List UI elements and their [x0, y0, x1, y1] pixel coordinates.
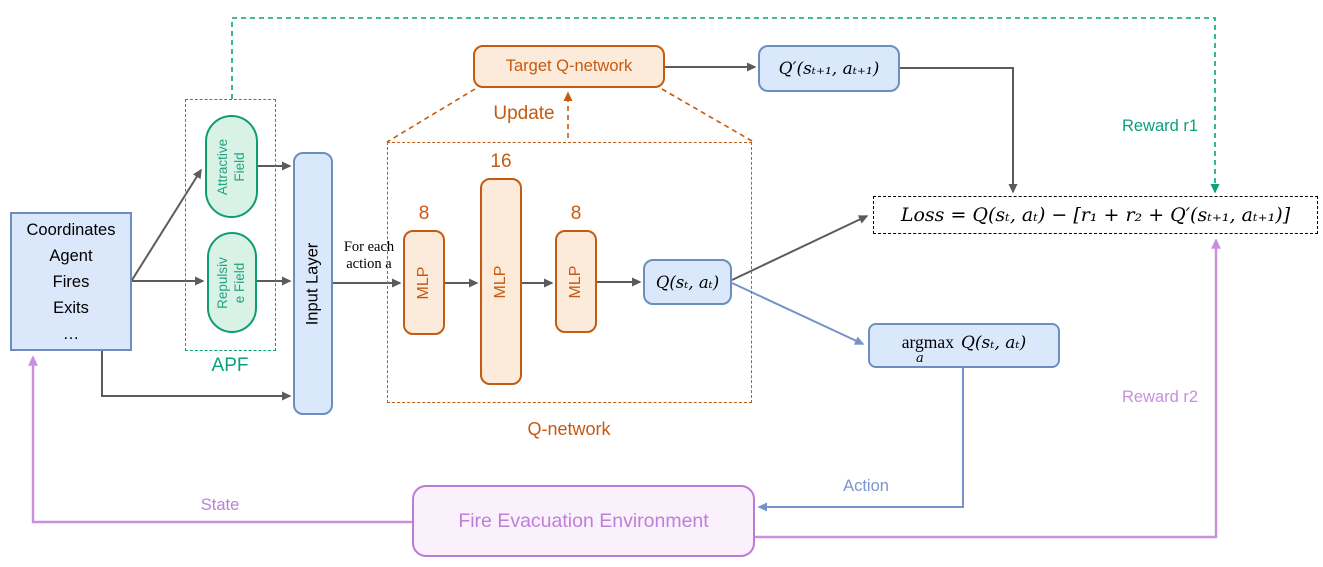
- state-label: State: [200, 496, 240, 514]
- input-layer-node: Input Layer: [293, 152, 333, 415]
- mlp1-label: MLP: [415, 266, 432, 299]
- environment-node: Fire Evacuation Environment: [412, 485, 755, 557]
- mlp3-node: MLP: [555, 230, 597, 333]
- target-q-network-node: Target Q-network: [473, 45, 665, 88]
- line-target-trapezoid-right: [661, 88, 753, 142]
- repulsive-field-node: Repulsiv e Field: [207, 232, 257, 333]
- reward-r2-label: Reward r2: [1121, 388, 1199, 406]
- apf-label: APF: [211, 355, 249, 376]
- attractive-field-node: Attractive Field: [205, 115, 258, 218]
- loss-node: Loss = Q(sₜ, aₜ) − [r₁ + r₂ + Q′(sₜ₊₁, a…: [873, 196, 1318, 234]
- repulsive-field-label: Repulsiv e Field: [215, 256, 247, 309]
- mlp2-label: MLP: [492, 265, 509, 298]
- argmax-q-term: Q(sₜ, aₜ): [960, 332, 1027, 353]
- arrow-qprime-to-loss: [900, 67, 1018, 194]
- q-network-group-box: [387, 142, 752, 403]
- mlp2-node: MLP: [480, 178, 522, 385]
- state-input-box: Coordinates Agent Fires Exits …: [10, 212, 132, 351]
- mlp2-size-label: 16: [490, 151, 512, 172]
- attractive-field-label: Attractive Field: [214, 138, 247, 195]
- mlp1-node: MLP: [403, 230, 445, 335]
- q-value-node: Q(sₜ, aₜ): [643, 259, 732, 305]
- argmax-node: argmax Q(sₜ, aₜ) a: [868, 323, 1060, 368]
- arrow-qvalue-to-loss: [731, 215, 869, 281]
- input-layer-label: Input Layer: [303, 242, 322, 325]
- reward-r1-label: Reward r1: [1121, 117, 1199, 135]
- arrow-state-to-input-direct: [101, 351, 292, 401]
- mlp3-label: MLP: [567, 265, 584, 298]
- argmax-subscript: a: [916, 351, 924, 366]
- apf-group-box: [185, 99, 276, 351]
- mlp3-size-label: 8: [570, 203, 582, 224]
- action-label: Action: [843, 477, 889, 495]
- update-label: Update: [493, 103, 555, 124]
- mlp1-size-label: 8: [418, 203, 430, 224]
- argmax-prefix: argmax: [901, 332, 954, 352]
- q-network-label: Q-network: [527, 419, 611, 439]
- line-target-trapezoid-left: [386, 88, 476, 143]
- q-prime-node: Q′(sₜ₊₁, aₜ₊₁): [758, 45, 900, 92]
